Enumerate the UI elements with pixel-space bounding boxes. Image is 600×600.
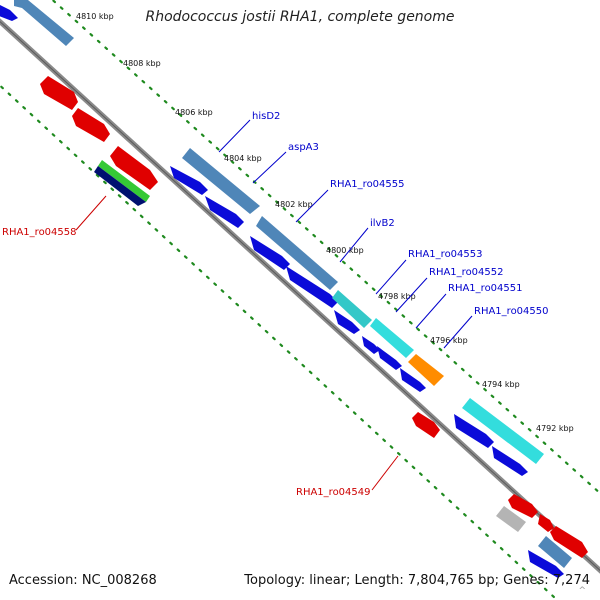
gene-label-leader-line — [443, 315, 473, 349]
cds-bars-upper — [14, 0, 572, 568]
genome-backbone — [0, 18, 600, 574]
cds-bar[interactable] — [94, 166, 146, 206]
cds-bar[interactable] — [332, 290, 372, 328]
gene-label-leader-line — [218, 119, 251, 153]
gene-arrow[interactable] — [250, 236, 290, 270]
gene-arrow[interactable] — [72, 108, 110, 142]
gene-arrow[interactable] — [508, 494, 538, 518]
gene-label[interactable]: aspA3 — [288, 142, 319, 153]
accession-label: Accession: NC_008268 — [9, 573, 157, 588]
genome-stats-label: Topology: linear; Length: 7,804,765 bp; … — [244, 573, 590, 588]
cds-bar[interactable] — [370, 318, 414, 358]
gene-label-leader-line — [371, 455, 399, 491]
gene-label[interactable]: RHA1_ro04558 — [2, 227, 77, 238]
cds-bars-lower — [94, 160, 526, 532]
scale-ticks: 4810 kbp 4808 kbp 4806 kbp 4804 kbp 4802 kbp… — [76, 12, 574, 433]
gene-label-leader-line — [395, 277, 428, 313]
forward-genes — [0, 2, 564, 578]
scale-tick-label: 4804 kbp — [224, 154, 262, 163]
gene-arrow[interactable] — [40, 76, 78, 110]
gene-arrow[interactable] — [400, 368, 426, 392]
cds-bar[interactable] — [408, 354, 444, 386]
gene-arrow[interactable] — [362, 336, 380, 354]
gene-label[interactable]: RHA1_ro04552 — [429, 267, 504, 278]
scale-tick-label: 4808 kbp — [123, 59, 161, 68]
gene-arrow[interactable] — [110, 146, 158, 190]
scale-tick-label: 4800 kbp — [326, 246, 364, 255]
gene-arrow[interactable] — [492, 446, 528, 476]
corner-mark: ^ — [578, 586, 586, 596]
gene-arrow[interactable] — [412, 412, 440, 438]
cds-bar[interactable] — [462, 398, 544, 464]
scale-tick-label: 4802 kbp — [275, 200, 313, 209]
scale-tick-label: 4798 kbp — [378, 292, 416, 301]
gene-label-leader-line — [339, 227, 369, 263]
gene-label-layer: hisD2aspA3RHA1_ro04555ilvB2RHA1_ro04553R… — [2, 111, 549, 498]
gene-arrow[interactable] — [205, 196, 244, 228]
gene-arrow[interactable] — [454, 414, 494, 448]
gene-label-leader-line — [375, 259, 407, 295]
scale-tick-label: 4796 kbp — [430, 336, 468, 345]
cds-bar[interactable] — [182, 148, 260, 214]
gene-arrow[interactable] — [0, 2, 18, 21]
cds-bar[interactable] — [98, 160, 150, 202]
dotted-track-upper — [51, 0, 600, 495]
gene-arrow[interactable] — [170, 166, 208, 195]
gene-arrow[interactable] — [377, 346, 402, 370]
scale-tick-label: 4810 kbp — [76, 12, 114, 21]
cds-bar[interactable] — [496, 506, 526, 532]
genome-title: Rhodococcus jostii RHA1, complete genome — [145, 9, 455, 25]
gene-label-leader-line — [75, 195, 107, 231]
cds-bar[interactable] — [538, 536, 572, 568]
scale-tick-label: 4794 kbp — [482, 380, 520, 389]
gene-label-leader-line — [252, 151, 287, 184]
gene-label[interactable]: RHA1_ro04549 — [296, 487, 371, 498]
gene-arrow[interactable] — [538, 514, 554, 532]
gene-label-leader-line — [415, 293, 447, 329]
dotted-track-lower — [0, 84, 557, 600]
gene-label[interactable]: RHA1_ro04551 — [448, 283, 523, 294]
scale-tick-label: 4792 kbp — [536, 424, 574, 433]
gene-label[interactable]: ilvB2 — [370, 218, 395, 229]
scale-tick-label: 4806 kbp — [175, 108, 213, 117]
gene-arrow[interactable] — [286, 266, 338, 308]
cds-bar[interactable] — [256, 216, 338, 290]
gene-label[interactable]: RHA1_ro04555 — [330, 179, 405, 190]
gene-arrow[interactable] — [334, 310, 360, 334]
gene-label[interactable]: RHA1_ro04553 — [408, 249, 483, 260]
gene-label[interactable]: hisD2 — [252, 111, 280, 122]
gene-arrow[interactable] — [528, 550, 564, 578]
gene-label[interactable]: RHA1_ro04550 — [474, 306, 549, 317]
gene-label-leader-line — [295, 189, 329, 223]
gene-arrow[interactable] — [550, 526, 588, 558]
reverse-genes — [40, 76, 588, 558]
cds-bar[interactable] — [14, 0, 74, 46]
